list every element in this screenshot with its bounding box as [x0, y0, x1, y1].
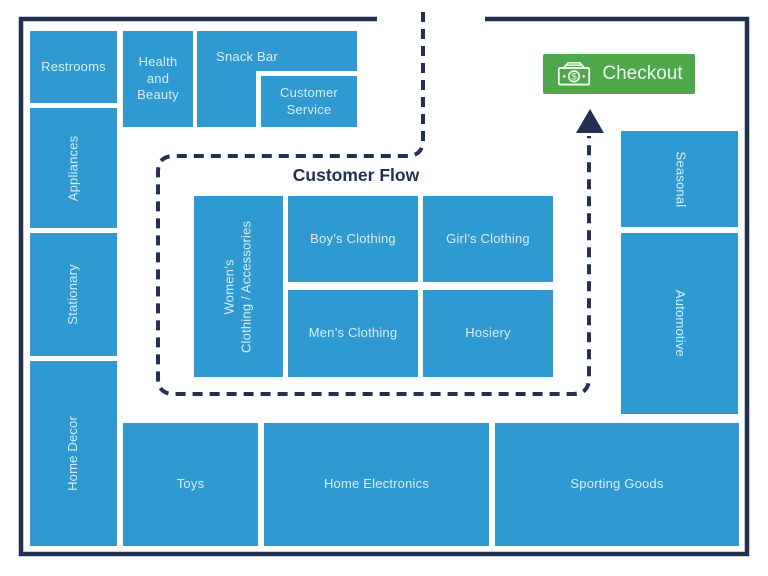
- dept-label: Hosiery: [465, 325, 511, 341]
- dept-boys-clothing: Boy’s Clothing: [288, 196, 418, 282]
- dept-womens-clothing-accessories: Women’s Clothing / Accessories: [194, 196, 283, 377]
- customer-flow-path: [156, 12, 591, 396]
- dept-label: Sporting Goods: [570, 476, 664, 492]
- dept-label: Men’s Clothing: [308, 325, 398, 341]
- dept-label: Seasonal: [672, 151, 688, 207]
- dept-home-electronics: Home Electronics: [264, 423, 489, 546]
- dept-label: Snack Bar: [216, 49, 278, 64]
- dept-home-decor: Home Decor: [30, 361, 117, 546]
- dept-customer-service: Customer Service: [256, 71, 357, 127]
- checkout-badge: $ Checkout: [543, 54, 695, 94]
- dept-label: Restrooms: [41, 58, 106, 74]
- dept-label-line: Clothing / Accessories: [238, 220, 254, 353]
- dept-label: Toys: [176, 476, 205, 492]
- dept-label: Home Decor: [65, 416, 81, 491]
- outer-wall: [18, 16, 750, 557]
- svg-text:$: $: [572, 72, 578, 83]
- dept-label: Stationary: [65, 264, 81, 325]
- dept-hosiery: Hosiery: [423, 290, 553, 377]
- dept-girls-clothing: Girl’s Clothing: [423, 196, 553, 282]
- dept-stationary: Stationary: [30, 233, 117, 356]
- flow-arrow-up-icon: [576, 109, 604, 133]
- dept-label-line: Women’s: [221, 258, 237, 315]
- dept-mens-clothing: Men’s Clothing: [288, 290, 418, 377]
- dept-label: Appliances: [65, 135, 81, 201]
- cash-icon: $: [558, 61, 591, 86]
- dept-toys: Toys: [123, 423, 258, 546]
- customer-flow-label: Customer Flow: [292, 165, 420, 185]
- dept-automotive: Automotive: [621, 233, 738, 414]
- dept-seasonal: Seasonal: [621, 131, 738, 227]
- dept-health-and-beauty: Health and Beauty: [123, 31, 193, 127]
- dept-sporting-goods: Sporting Goods: [495, 423, 739, 546]
- checkout-label: Checkout: [602, 63, 683, 84]
- dept-label: Customer Service: [280, 84, 338, 117]
- dept-appliances: Appliances: [30, 108, 117, 228]
- dept-label: Health and Beauty: [137, 53, 179, 103]
- dept-label: Automotive: [672, 289, 688, 358]
- dept-restrooms: Restrooms: [30, 31, 117, 103]
- dept-label: Boy’s Clothing: [310, 230, 396, 246]
- dept-label: Home Electronics: [323, 476, 430, 492]
- dept-label: Women’s Clothing / Accessories: [222, 220, 256, 352]
- dept-label: Girl’s Clothing: [446, 230, 530, 246]
